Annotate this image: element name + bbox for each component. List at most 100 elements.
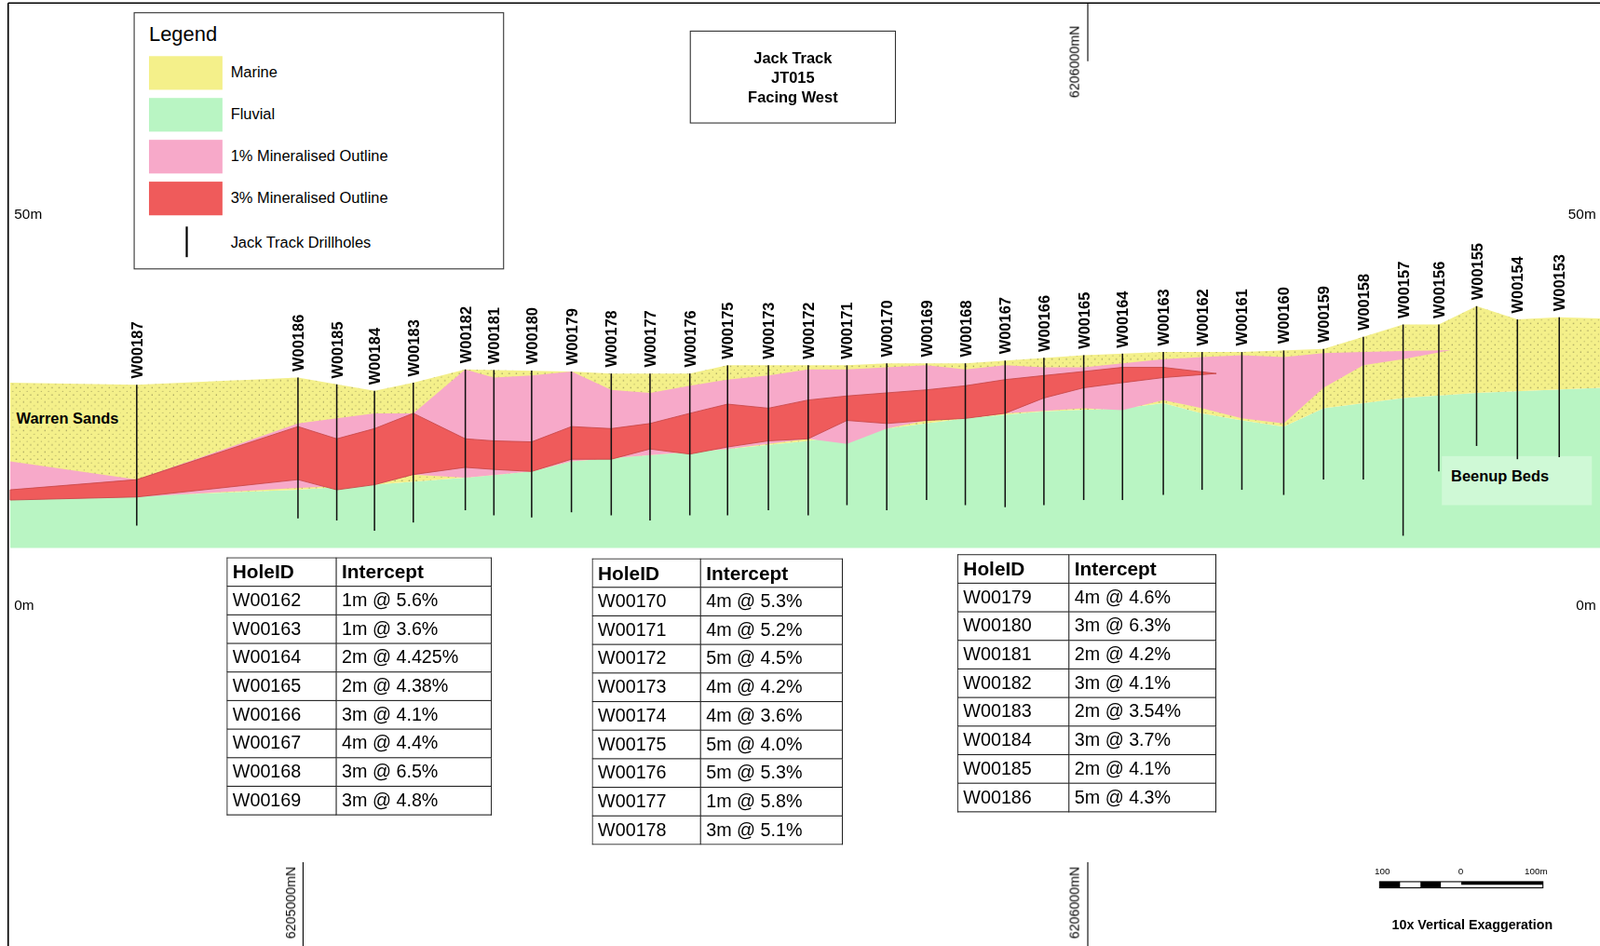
- hole-id: W00181: [485, 307, 503, 365]
- title-box: Jack Track JT015 Facing West: [690, 30, 896, 124]
- drillhole: [412, 382, 415, 523]
- legend-text: Jack Track Drillholes: [230, 233, 372, 252]
- hole-id: W00158: [1355, 273, 1373, 331]
- drillhole: [807, 365, 810, 516]
- table-cell: 4m @ 4.2%: [700, 673, 842, 703]
- elevation-label: 50m: [13, 204, 42, 222]
- scale-label: 100m: [1524, 867, 1548, 878]
- table-cell: 1m @ 5.6%: [336, 586, 492, 616]
- scale-label: 0: [1458, 867, 1464, 878]
- hole-id: W00157: [1394, 261, 1412, 319]
- table-cell: 3m @ 5.1%: [700, 815, 842, 845]
- drillhole: [649, 373, 651, 521]
- elevation-label: 0m: [13, 596, 34, 614]
- hole-id: W00178: [602, 310, 621, 367]
- table-cell: W00180: [957, 611, 1069, 641]
- drillhole: [964, 363, 967, 505]
- one-percent-outline: [10, 350, 1451, 501]
- drillhole: [1162, 352, 1165, 495]
- table-cell: 2m @ 4.2%: [1069, 640, 1217, 670]
- drillhole: [1322, 349, 1325, 480]
- hole-id: W00169: [918, 299, 936, 357]
- northing-label: 6206000mN: [1067, 867, 1083, 940]
- table-cell: 3m @ 4.1%: [336, 700, 492, 730]
- hole-id: W00153: [1550, 254, 1569, 312]
- legend-text: 3% Mineralised Outline: [230, 189, 389, 207]
- legend-text: Fluvial: [230, 105, 276, 123]
- table-cell: W00175: [592, 730, 701, 760]
- legend-swatch: [149, 139, 223, 174]
- table-cell: W00162: [227, 586, 337, 616]
- table-cell: W00177: [592, 787, 701, 817]
- table-cell: W00184: [957, 726, 1069, 756]
- table-cell: 2m @ 3.54%: [1069, 697, 1217, 727]
- drillhole: [570, 371, 573, 513]
- grid-tick: [1086, 862, 1088, 946]
- table-cell: W00165: [227, 672, 337, 702]
- hole-id: W00177: [641, 310, 660, 367]
- table-cell: W00170: [592, 587, 701, 617]
- drillhole: [1003, 360, 1006, 507]
- table-cell: W00167: [227, 729, 337, 759]
- intercept-table: HoleIDInterceptW001794m @ 4.6%W001803m @…: [957, 554, 1217, 813]
- hole-id: W00176: [680, 310, 699, 367]
- table-cell: 3m @ 6.3%: [1069, 611, 1217, 641]
- label-patch: [1441, 456, 1592, 506]
- hole-id: W00167: [996, 297, 1015, 354]
- table-cell: W00185: [957, 754, 1069, 784]
- drillhole: [135, 384, 138, 526]
- table-header: Intercept: [336, 557, 492, 587]
- drillhole: [885, 363, 888, 511]
- hole-id: W00156: [1430, 261, 1449, 319]
- drillhole: [1517, 319, 1519, 460]
- table-cell: 3m @ 3.7%: [1069, 726, 1217, 756]
- table-cell: W00183: [957, 697, 1069, 727]
- drillhole: [1283, 350, 1286, 495]
- table-cell: W00169: [227, 786, 337, 815]
- scale-note: 10x Vertical Exaggeration: [1392, 917, 1554, 933]
- drillhole: [373, 391, 376, 531]
- table-cell: 2m @ 4.38%: [336, 672, 492, 702]
- drillhole: [1558, 317, 1560, 458]
- hole-id: W00155: [1467, 243, 1486, 300]
- grid-tick: [302, 862, 304, 946]
- drillhole: [925, 363, 928, 501]
- drillhole: [767, 365, 770, 511]
- hole-id: W00171: [838, 302, 856, 360]
- hole-id: W00170: [878, 299, 896, 357]
- drillhole: [1402, 325, 1405, 537]
- hole-id: W00164: [1113, 290, 1132, 348]
- table-cell: W00178: [592, 815, 701, 845]
- scale-label: 100: [1374, 867, 1390, 878]
- hole-id: W00160: [1274, 287, 1293, 345]
- intercept-table: HoleIDInterceptW001704m @ 5.3%W001714m @…: [592, 558, 844, 846]
- hole-id: W00186: [289, 314, 308, 372]
- table-cell: 5m @ 4.5%: [700, 644, 842, 674]
- table-cell: W00163: [227, 614, 337, 644]
- drillhole: [1043, 357, 1045, 505]
- table-cell: W00168: [227, 758, 337, 787]
- unit-label: Beenup Beds: [1449, 467, 1551, 486]
- table-cell: W00182: [957, 668, 1069, 698]
- legend-swatch: [149, 181, 223, 216]
- table-cell: 1m @ 5.8%: [700, 787, 842, 817]
- table-cell: 5m @ 4.0%: [700, 730, 842, 760]
- hole-id: W00183: [404, 319, 422, 377]
- table-header: Intercept: [700, 558, 842, 588]
- drillhole: [1122, 353, 1125, 501]
- table-cell: 2m @ 4.425%: [336, 643, 492, 673]
- drillhole: [297, 378, 299, 519]
- legend-text: Marine: [230, 63, 278, 82]
- intercept-table: HoleIDInterceptW001621m @ 5.6%W001631m @…: [226, 556, 492, 815]
- section-title: Jack Track JT015 Facing West: [746, 48, 841, 107]
- table-cell: 4m @ 4.6%: [1069, 583, 1217, 612]
- table-cell: 4m @ 3.6%: [700, 702, 842, 732]
- table-cell: 4m @ 5.3%: [700, 587, 842, 617]
- table-header: HoleID: [957, 555, 1069, 584]
- table-cell: 1m @ 3.6%: [336, 614, 492, 644]
- table-header: Intercept: [1069, 555, 1217, 584]
- drillhole: [1083, 354, 1085, 501]
- table-cell: W00186: [957, 783, 1069, 813]
- three-percent-outline: [10, 367, 1217, 501]
